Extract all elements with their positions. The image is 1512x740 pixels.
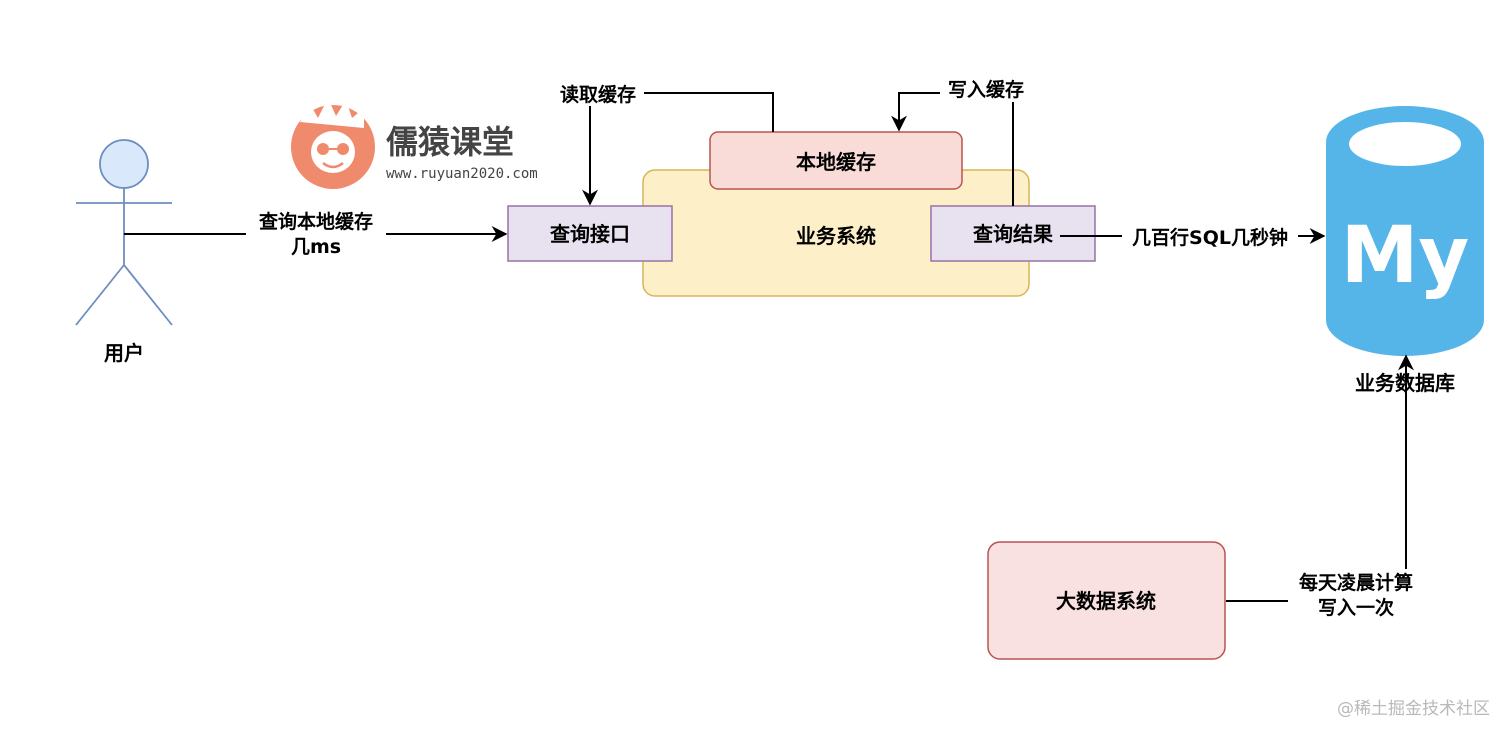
mysql-database-icon[interactable]: My — [1326, 106, 1484, 356]
bigdata-system-label: 大数据系统 — [1056, 589, 1156, 613]
edge-label-user-api-line2: 几ms — [291, 236, 341, 258]
local-cache-label: 本地缓存 — [796, 150, 876, 174]
edge-label-write-cache: 写入缓存 — [948, 78, 1024, 101]
mysql-mark: My — [1341, 211, 1469, 301]
local-cache-box[interactable] — [709, 131, 963, 190]
logo-url: www.ruyuan2020.com — [386, 166, 538, 182]
edge-label-bg — [552, 80, 644, 106]
user-label: 用户 — [104, 341, 144, 365]
edge-label-bg — [1288, 569, 1424, 621]
ruyuan-logo: 儒猿课堂 www.ruyuan2020.com — [291, 98, 538, 189]
monkey-logo-icon — [291, 98, 375, 189]
edge-label-bigdata-db-line2: 写入一次 — [1318, 596, 1394, 619]
query-result-label: 查询结果 — [973, 222, 1053, 246]
query-api-box[interactable] — [507, 205, 673, 262]
user-actor-icon — [75, 139, 173, 326]
edge-label-bg — [246, 207, 386, 259]
edge-label-bigdata-db-line1: 每天凌晨计算 — [1299, 571, 1413, 594]
query-api-label: 查询接口 — [550, 222, 630, 246]
bigdata-system-box[interactable] — [987, 541, 1226, 660]
edge-label-result-db: 几百行SQL几秒钟 — [1132, 226, 1288, 249]
watermark-text: @稀土掘金技术社区 — [1337, 699, 1490, 719]
business-system-label: 业务系统 — [796, 224, 876, 248]
logo-name: 儒猿课堂 — [386, 123, 514, 161]
edge-label-bg — [940, 76, 1032, 102]
edge-label-read-cache: 读取缓存 — [560, 83, 636, 106]
edge-label-user-api-line1: 查询本地缓存 — [258, 210, 373, 233]
query-result-box[interactable] — [930, 205, 1096, 262]
edge-read-cache — [582, 92, 774, 206]
edge-label-bg — [1122, 223, 1298, 250]
